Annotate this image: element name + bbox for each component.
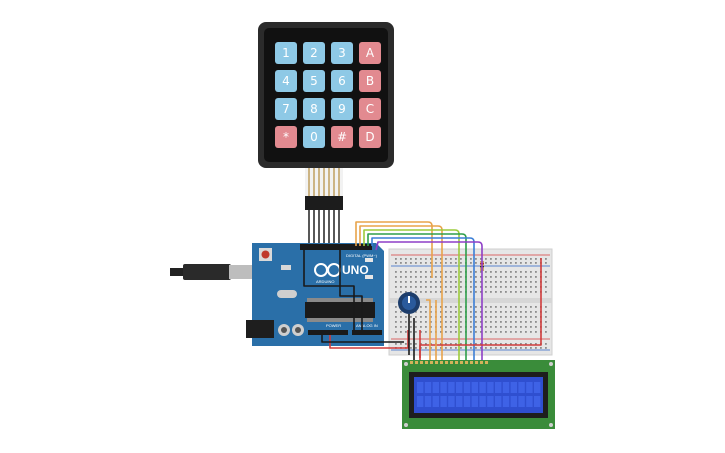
keypad-key: 6 (331, 70, 353, 92)
arduino-logo: UNO ARDUINO (314, 263, 369, 284)
keypad-ribbon-cable (305, 168, 343, 246)
keypad-key-cap (331, 70, 353, 92)
keypad-key-label: # (337, 130, 347, 144)
keypad-key: B (359, 70, 381, 92)
keypad-key-cap (303, 70, 325, 92)
keypad-key-cap (303, 126, 325, 148)
keypad-key: * (275, 126, 297, 148)
keypad-key-label: 3 (338, 46, 346, 60)
keypad-key-label: D (365, 130, 374, 144)
digital-header-label: DIGITAL (PWM~) (346, 253, 378, 258)
keypad-key: D (359, 126, 381, 148)
arduino-brand-label: ARDUINO (316, 279, 334, 284)
keypad-key: 4 (275, 70, 297, 92)
keypad-key: A (359, 42, 381, 64)
keypad-key: 1 (275, 42, 297, 64)
keypad-key-grid: 1 2 3 A 4 5 6 B 7 8 9 C * 0 # D (275, 42, 381, 148)
keypad-key: 5 (303, 70, 325, 92)
keypad-key: 8 (303, 98, 325, 120)
keypad-key-cap (331, 126, 353, 148)
keypad-key-label: B (366, 74, 374, 88)
keypad-key-label: 0 (310, 130, 318, 144)
potentiometer (398, 292, 420, 314)
keypad-key: 3 (331, 42, 353, 64)
keypad-key: 0 (303, 126, 325, 148)
keypad-key-cap (275, 42, 297, 64)
arduino-uno-board: UNO ARDUINO DIGITAL (PWM~) POWER ANALOG … (246, 243, 384, 346)
keypad-key-label: 2 (310, 46, 318, 60)
keypad-key-label: C (366, 102, 374, 116)
keypad-key-cap (275, 98, 297, 120)
keypad-key: 7 (275, 98, 297, 120)
keypad-key-cap (359, 42, 381, 64)
keypad-key-label: 5 (310, 74, 318, 88)
keypad-key-cap (331, 42, 353, 64)
keypad-key-cap (359, 70, 381, 92)
keypad-key-label: 8 (310, 102, 318, 116)
keypad-key-cap (275, 70, 297, 92)
power-header-label: POWER (326, 323, 341, 328)
arduino-model-label: UNO (342, 263, 369, 277)
keypad-key-label: 1 (282, 46, 290, 60)
keypad-key-label: 9 (338, 102, 346, 116)
keypad-key-cap (359, 98, 381, 120)
keypad-key: 9 (331, 98, 353, 120)
keypad-key-label: A (366, 46, 375, 60)
lcd-display (402, 360, 555, 429)
keypad-key-cap (359, 126, 381, 148)
analog-header-label: ANALOG IN (356, 323, 378, 328)
keypad-key: # (331, 126, 353, 148)
keypad-key-cap (275, 126, 297, 148)
keypad-key: 2 (303, 42, 325, 64)
keypad-key-cap (303, 98, 325, 120)
keypad-key-label: 6 (338, 74, 346, 88)
keypad: 1 2 3 A 4 5 6 B 7 8 9 C * 0 # D (258, 22, 394, 168)
keypad-key-cap (331, 98, 353, 120)
keypad-key-label: 7 (282, 102, 290, 116)
keypad-key-cap (303, 42, 325, 64)
keypad-key-label: * (283, 130, 289, 144)
lcd-header-pins (410, 361, 488, 364)
keypad-key: C (359, 98, 381, 120)
lcd-character-cells (417, 382, 541, 407)
keypad-key-label: 4 (282, 74, 290, 88)
